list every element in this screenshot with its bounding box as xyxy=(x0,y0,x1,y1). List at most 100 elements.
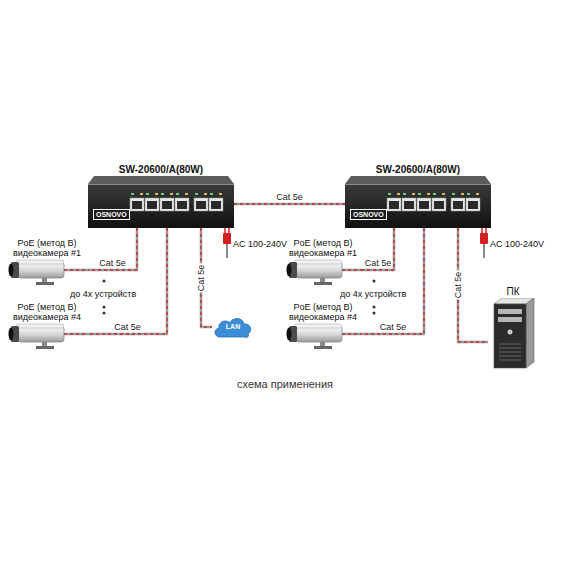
ip-camera: PoE (метод В) видеокамера #4 xyxy=(6,302,88,350)
cable-twist xyxy=(88,228,137,270)
rj45-port xyxy=(145,198,159,211)
cable-twist xyxy=(64,269,88,270)
cable-stub xyxy=(64,269,88,272)
switch-body xyxy=(345,176,491,228)
port-led xyxy=(476,193,479,195)
rj45-port xyxy=(432,198,446,211)
cat5e-cable xyxy=(362,228,394,270)
port-led xyxy=(140,193,143,195)
switch-top xyxy=(88,176,234,184)
rj45-port xyxy=(160,198,174,211)
camera-lens xyxy=(287,264,292,277)
camera-body xyxy=(18,326,64,342)
cable-group xyxy=(362,228,394,270)
cable-label: Cat 5e xyxy=(364,258,393,268)
poe-switch: SW-20600/A(80W) OSNOVO xyxy=(88,164,234,228)
device-count-note: до 4х устройств xyxy=(70,289,136,300)
brand-logo: OSNOVO xyxy=(93,209,130,220)
rj45-socket xyxy=(389,201,399,209)
computer: ПК xyxy=(488,286,538,370)
cable-group xyxy=(362,228,424,334)
port-led xyxy=(204,193,207,195)
pc-icon xyxy=(490,298,536,370)
camera-caption: PoE (метод В) видеокамера #1 xyxy=(6,238,88,258)
switch-edge xyxy=(345,184,491,185)
camera-caption: PoE (метод В) видеокамера #4 xyxy=(6,302,88,322)
pc-label: ПК xyxy=(488,286,538,298)
cable-stub xyxy=(342,269,362,272)
cable-group xyxy=(88,228,137,270)
cable-label: Cat 5e xyxy=(275,192,304,202)
camera-base xyxy=(36,282,54,285)
switch-top xyxy=(345,176,491,184)
device-count-note: до 4х устройств xyxy=(340,289,406,300)
vent xyxy=(499,356,521,357)
switch-body xyxy=(88,176,234,228)
drive-bay xyxy=(498,317,522,322)
rj45-socket xyxy=(468,201,478,209)
cable-group xyxy=(88,228,167,334)
port-led xyxy=(467,193,470,195)
cable-label: Cat 5e xyxy=(98,258,127,268)
vent xyxy=(499,352,521,353)
port-led xyxy=(412,193,415,195)
rj45-socket xyxy=(177,201,187,209)
port-led xyxy=(146,193,149,195)
power-button xyxy=(508,330,513,335)
camera-shield xyxy=(16,324,64,328)
pc-side xyxy=(526,298,534,368)
rj45-port xyxy=(402,198,416,211)
rj45-socket xyxy=(196,201,206,209)
power-label: AC 100-240V xyxy=(490,239,544,250)
port-led xyxy=(427,193,430,195)
port-led xyxy=(176,193,179,195)
camera-lens xyxy=(287,328,292,341)
network-cloud: LAN xyxy=(212,315,254,339)
camera-lens xyxy=(9,264,14,277)
port-led xyxy=(433,193,436,195)
device-model: SW-20600/A(80W) xyxy=(345,164,491,176)
vent xyxy=(499,360,521,361)
pc-front xyxy=(494,304,526,368)
cable-label: Cat 5e xyxy=(453,271,463,300)
camera-shield xyxy=(16,260,64,264)
rj45-port xyxy=(130,198,144,211)
rj45-socket xyxy=(132,201,142,209)
cat5e-cable xyxy=(234,203,345,206)
camera-icon xyxy=(6,322,88,350)
port-led xyxy=(161,193,164,195)
camera-base xyxy=(36,346,54,349)
rj45-port xyxy=(387,198,401,211)
camera-icon xyxy=(6,258,88,286)
power-label: AC 100-240V xyxy=(233,239,287,250)
rj45-port xyxy=(194,198,208,211)
rj45-port xyxy=(466,198,480,211)
port-led xyxy=(219,193,222,195)
rj45-socket xyxy=(162,201,172,209)
port-led xyxy=(452,193,455,195)
device-model: SW-20600/A(80W) xyxy=(88,164,234,176)
vent xyxy=(499,344,521,345)
cable-stub xyxy=(342,333,362,336)
cable-twist xyxy=(342,269,362,270)
port-led xyxy=(461,193,464,195)
rj45-port xyxy=(451,198,465,211)
camera-icon xyxy=(284,322,362,350)
camera-body xyxy=(296,326,342,342)
rj45-port xyxy=(175,198,189,211)
cable-twist xyxy=(342,333,362,334)
cable-twist xyxy=(234,203,345,204)
camera-icon xyxy=(284,258,362,286)
rj45-socket xyxy=(211,201,221,209)
cable-group xyxy=(234,204,345,205)
port-led xyxy=(397,193,400,195)
rj45-socket xyxy=(419,201,429,209)
rj45-socket xyxy=(453,201,463,209)
cable-twist xyxy=(64,333,88,334)
port-led xyxy=(185,193,188,195)
vent xyxy=(499,348,521,349)
cable-twist xyxy=(362,228,394,270)
port-led xyxy=(195,193,198,195)
